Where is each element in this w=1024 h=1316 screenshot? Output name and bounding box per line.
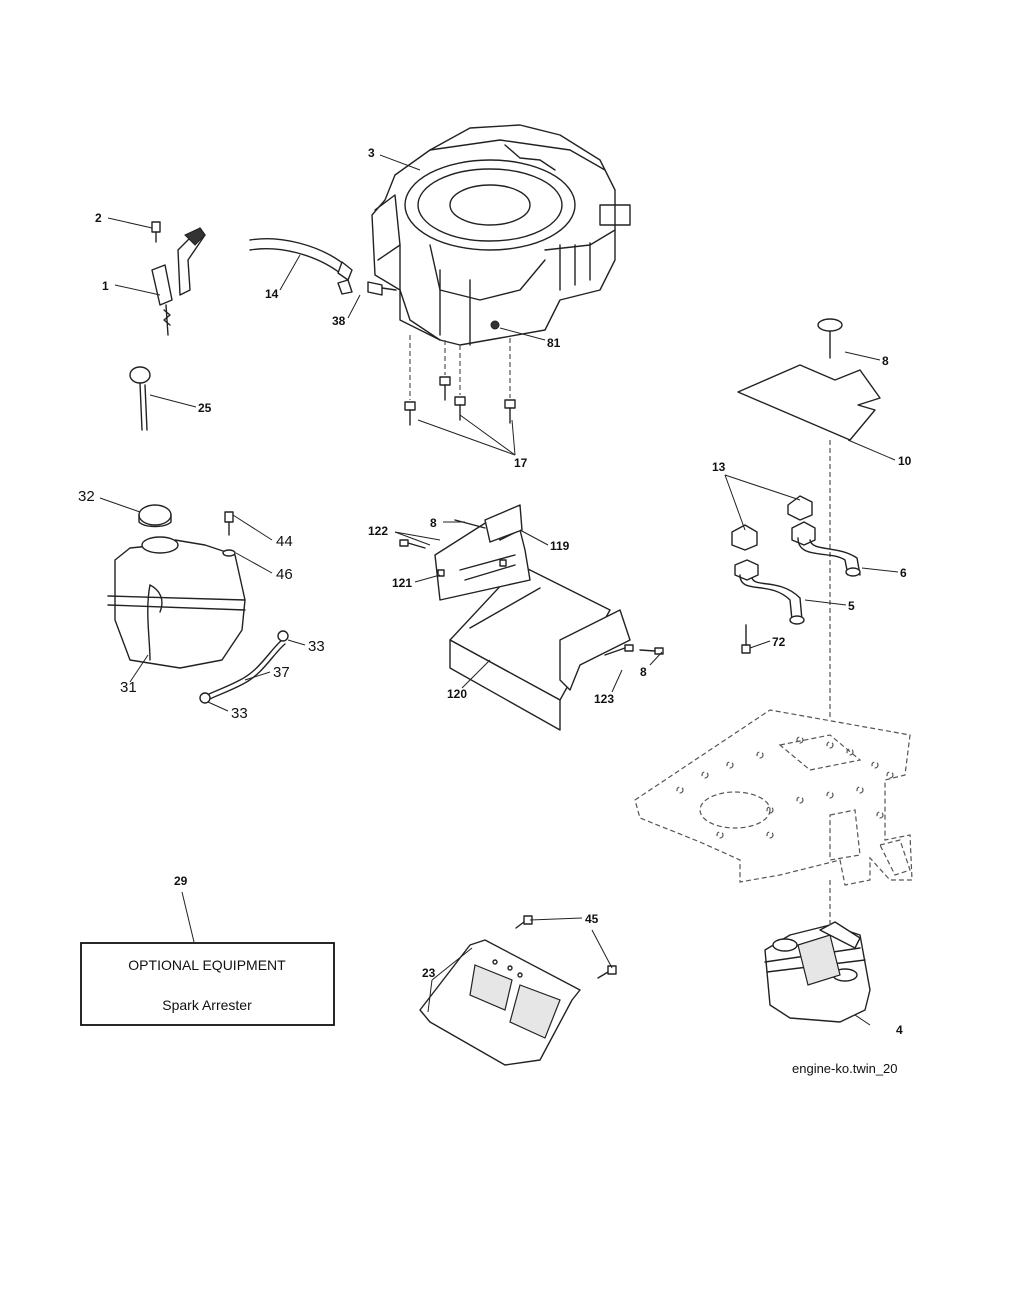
callout-10: 10 <box>898 454 912 468</box>
optional-equipment-box: OPTIONAL EQUIPMENT Spark Arrester <box>80 942 335 1026</box>
tractor-frame <box>634 709 913 886</box>
throttle-control <box>151 221 206 336</box>
fuel-line <box>249 238 397 296</box>
engine-mounting-bracket <box>399 504 664 731</box>
callout-8-bracket-right: 8 <box>640 665 647 679</box>
callout-2: 2 <box>95 211 102 225</box>
callout-45: 45 <box>585 912 599 926</box>
callout-1: 1 <box>102 279 109 293</box>
callout-46: 46 <box>276 566 293 583</box>
callout-25: 25 <box>198 401 212 415</box>
callout-5: 5 <box>848 599 855 613</box>
callout-121: 121 <box>392 576 412 590</box>
callout-8-top: 8 <box>882 354 889 368</box>
callout-32: 32 <box>78 488 95 505</box>
callout-17: 17 <box>514 456 528 470</box>
callout-37: 37 <box>273 664 290 681</box>
callout-3: 3 <box>368 146 375 160</box>
callout-33-lower: 33 <box>231 705 248 722</box>
callout-8-bracket-top: 8 <box>430 516 437 530</box>
callout-33-upper: 33 <box>308 638 325 655</box>
callout-4: 4 <box>896 1023 903 1037</box>
callout-81: 81 <box>547 336 561 350</box>
heat-shield <box>737 318 881 720</box>
callout-labels: 1 2 3 14 38 81 17 25 8 10 13 6 5 72 32 4… <box>78 146 912 1037</box>
exhaust-shield <box>419 915 617 1066</box>
callout-119: 119 <box>550 539 570 553</box>
callout-31: 31 <box>120 679 137 696</box>
engine-assembly <box>371 124 631 346</box>
callout-14: 14 <box>265 287 279 301</box>
engine-mounting-bolts <box>404 335 516 426</box>
leader-lines <box>99 154 899 1026</box>
muffler <box>764 880 871 1023</box>
callout-29: 29 <box>174 874 188 888</box>
optional-equipment-item: Spark Arrester <box>162 997 252 1013</box>
fuel-tank-assembly <box>107 504 289 704</box>
callout-122: 122 <box>368 524 388 538</box>
callout-38: 38 <box>332 314 346 328</box>
callout-6: 6 <box>900 566 907 580</box>
callout-120: 120 <box>447 687 467 701</box>
callout-44: 44 <box>276 533 293 550</box>
callout-72: 72 <box>772 635 786 649</box>
optional-equipment-title: OPTIONAL EQUIPMENT <box>128 957 286 973</box>
diagram-reference-code: engine-ko.twin_20 <box>792 1061 898 1076</box>
callout-13: 13 <box>712 460 726 474</box>
exhaust-pipes <box>731 495 861 654</box>
choke-control <box>129 366 151 431</box>
callout-123: 123 <box>594 692 614 706</box>
callout-23: 23 <box>422 966 436 980</box>
